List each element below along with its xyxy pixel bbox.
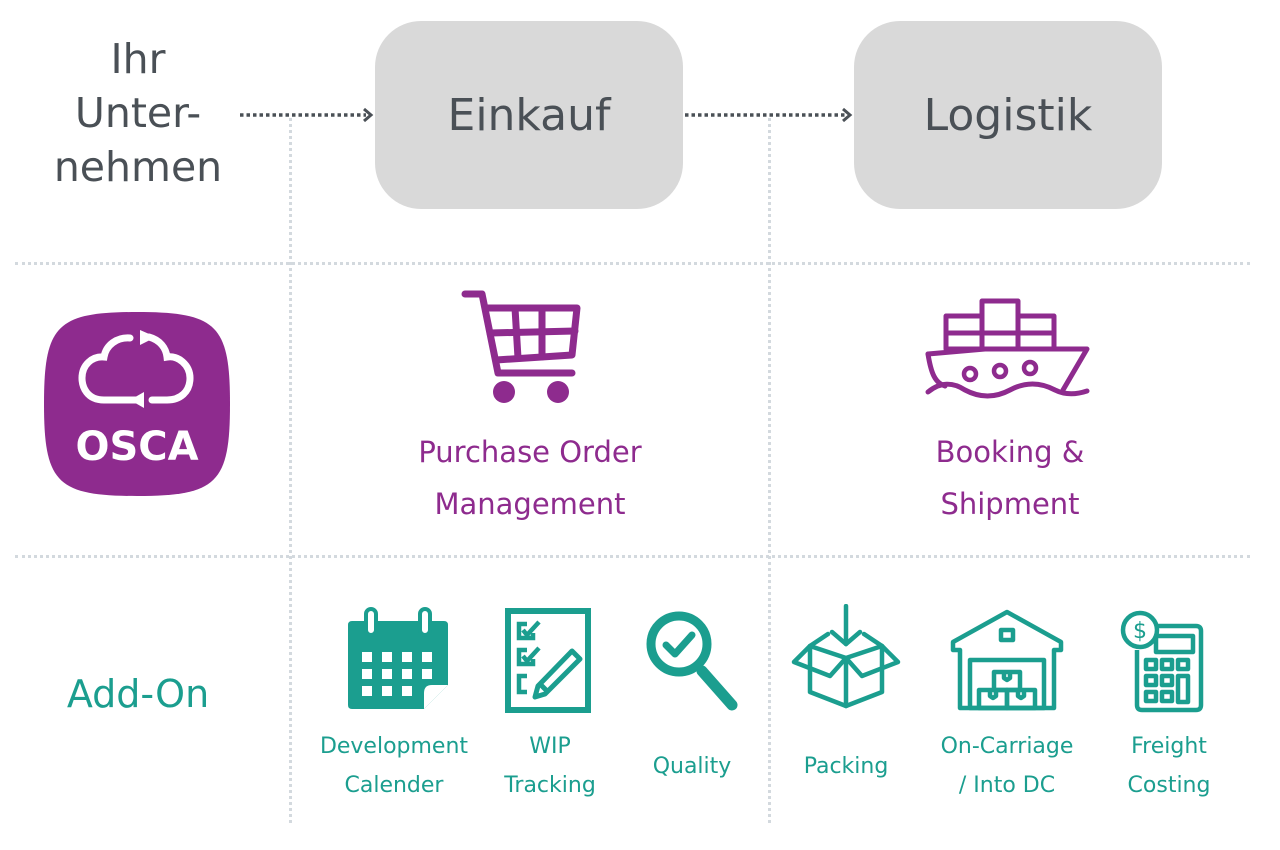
addon-label-line: Packing (803, 754, 889, 779)
addon-freight-costing: Freight Costing (1096, 727, 1242, 805)
stage-label: Einkauf (447, 89, 611, 141)
calendar-icon (348, 607, 448, 709)
flow-arrow-to-einkauf (240, 107, 374, 123)
addon-label-line: / Into DC (958, 773, 1056, 798)
cargo-ship-icon (925, 298, 1090, 399)
addon-row-label: Add-On (66, 672, 210, 716)
addon-label-line: Tracking (504, 773, 596, 798)
shopping-cart-icon (461, 290, 581, 403)
module-label-line: Purchase Order (418, 435, 642, 469)
addon-packing: Packing (776, 747, 916, 786)
checklist-pencil-icon (505, 608, 591, 713)
module-label-line: Management (434, 487, 626, 521)
company-label-line: nehmen (53, 143, 223, 191)
addon-label-line: Quality (652, 754, 732, 779)
addon-label-line: Development (319, 734, 469, 759)
addon-label-line: Costing (1127, 773, 1211, 798)
row-divider-bottom (15, 555, 1250, 558)
column-divider-right (768, 118, 771, 823)
box-packing-icon (791, 604, 901, 709)
company-label-line: Unter- (74, 89, 202, 137)
module-purchase-order: Purchase Order Management (370, 426, 690, 530)
addon-quality: Quality (622, 747, 762, 786)
module-label-line: Booking & (935, 435, 1085, 469)
addon-label-line: Freight (1131, 734, 1207, 759)
osca-logo-text: OSCA (75, 424, 198, 470)
addon-wip-tracking: WIP Tracking (480, 727, 620, 805)
svg-text:$: $ (1133, 619, 1147, 644)
column-divider-left (289, 118, 292, 823)
company-label: Ihr Unter- nehmen (30, 32, 246, 194)
company-label-line: Ihr (110, 35, 166, 83)
stage-logistik: Logistik (854, 21, 1162, 209)
module-label-line: Shipment (940, 487, 1080, 521)
addon-label-line: Calender (344, 773, 444, 798)
warehouse-icon (950, 609, 1064, 711)
addon-label-line: On-Carriage (940, 734, 1074, 759)
stage-label: Logistik (923, 89, 1093, 141)
stage-einkauf: Einkauf (375, 21, 683, 209)
osca-logo: OSCA (42, 310, 232, 498)
row-divider-top (15, 262, 1250, 265)
addon-on-carriage: On-Carriage / Into DC (930, 727, 1084, 805)
calculator-dollar-icon: $ (1120, 610, 1204, 713)
module-booking-shipment: Booking & Shipment (850, 426, 1170, 530)
addon-development-calender: Development Calender (308, 727, 480, 805)
addon-label-line: WIP (529, 734, 571, 759)
flow-arrow-to-logistik (685, 107, 853, 123)
magnifier-check-icon (646, 611, 738, 711)
